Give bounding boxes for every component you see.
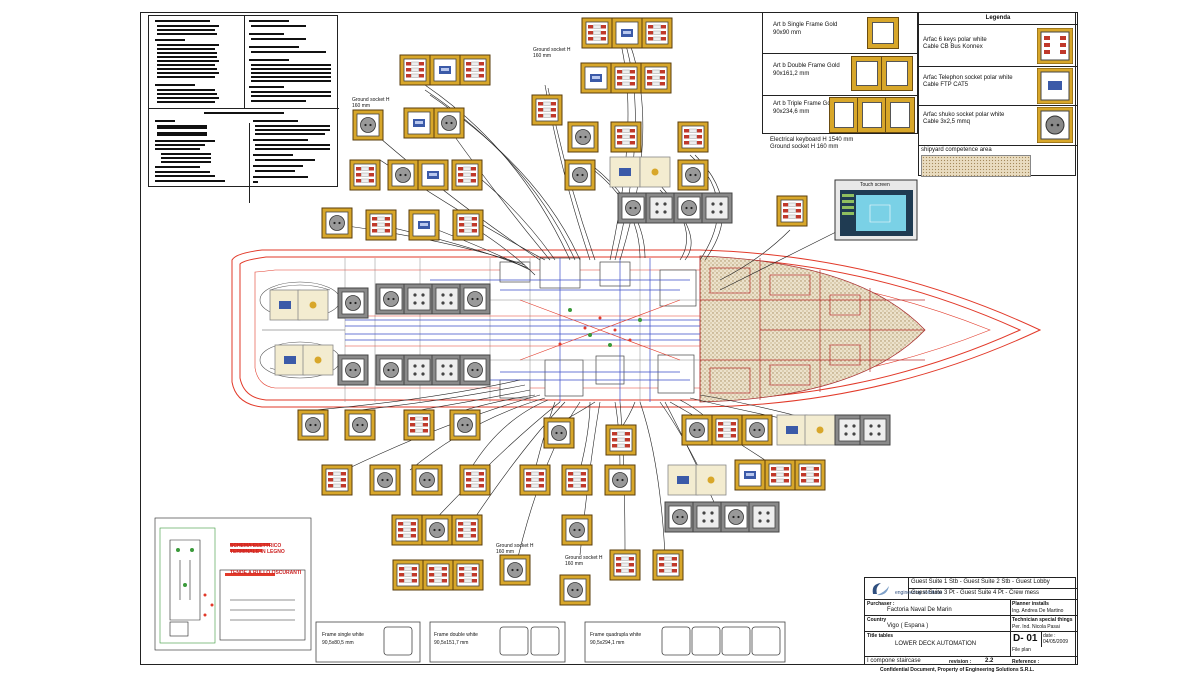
country-label: Country — [867, 617, 887, 623]
frame-single-label: Art b Single Frame Gold — [773, 22, 838, 28]
legend-title: Legenda — [985, 15, 1011, 21]
planner-label: Planner installs — [1012, 601, 1049, 607]
frame-quad-white-label: Frame quadrupla white — [590, 632, 642, 638]
confidential-notice: Confidential Document, Property of Engin… — [880, 667, 1035, 673]
ground-socket-note: Ground socket H 160 mm — [770, 144, 839, 150]
legend-area-swatch — [921, 155, 1031, 177]
bottom-frame-samples — [315, 621, 786, 663]
composer: I compone staircase — [867, 658, 921, 664]
country-value: Vigo ( Espana ) — [887, 623, 929, 629]
notes-block — [148, 15, 339, 203]
schematic-title-2: TERMINALE IN LEGNO — [230, 549, 285, 555]
notes-text-lines — [155, 20, 331, 183]
telephone-socket-icon — [1037, 68, 1073, 104]
legend-item-3: Arfac shuko socket polar white — [923, 112, 1005, 118]
frame-double-dims: 90x161,2 mm — [773, 71, 810, 77]
keyboard-note: Electrical keyboard H 1540 mm — [770, 137, 854, 143]
technician-label: Technician special things — [1012, 617, 1073, 623]
legend-item-1-sub: Cable CB Bus Konnex — [923, 44, 983, 50]
legend-item-3-sub: Cable 3x2,5 mmq — [923, 119, 971, 125]
frame-single-dims: 90x90 mm — [773, 30, 802, 36]
schematic-title-1: SCHEMA ELETTRICO — [230, 543, 282, 549]
date-label: date : — [1043, 633, 1056, 639]
company-name: engineering solutions — [895, 590, 943, 596]
purchaser-label: Purchaser : — [867, 601, 895, 607]
revision-label: revision : — [949, 659, 972, 665]
frame-single-white-dims: 90,5x80,5 mm — [322, 640, 354, 646]
company-logo — [865, 578, 909, 600]
frame-double-symbol-2 — [881, 56, 913, 91]
frame-triple-symbol-1 — [829, 97, 859, 133]
frame-triple-dims: 90x234,6 mm — [773, 109, 810, 115]
revision-value: 2.2 — [985, 658, 994, 664]
frame-triple-label: Art b Triple Frame Gold — [773, 101, 836, 107]
sheet-number: D- 01 — [1013, 633, 1038, 644]
purchaser-value: Factoria Naval De Marin — [887, 607, 952, 613]
frame-double-white-dims: 90,5x151,7 mm — [434, 640, 469, 646]
technician-value: Per. Ind. Nicola Pasai — [1012, 624, 1060, 630]
touch-screen-label: Touch screen — [860, 182, 890, 188]
callout-ground-socket-4: Ground socket H 160 mm — [565, 555, 603, 567]
date-value: 04/05/2009 — [1043, 639, 1069, 645]
project-line-1: Guest Suite 1 Stb - Guest Suite 2 Stb - … — [911, 579, 1050, 585]
frame-double-symbol-1 — [851, 56, 883, 91]
frame-single-white-label: Frame single white — [322, 632, 364, 638]
shuko-socket-icon — [1037, 107, 1073, 143]
planner-value: Ing. Andrea De Martino — [1012, 608, 1064, 614]
title-block: engineering solutions Guest Suite 1 Stb … — [864, 577, 1077, 665]
legend-area-label: shipyard competence area — [921, 147, 992, 153]
drawing-title: LOWER DECK AUTOMATION — [895, 641, 977, 647]
schematic-title-3: TENDE A RULLO OSCURANTI — [230, 570, 302, 576]
electrical-schematic — [154, 517, 312, 651]
callout-ground-socket-2: Ground socket H 160 mm — [352, 97, 390, 109]
project-line-2: Guest Suite 3 Pt - Guest Suite 4 Pt - Cr… — [911, 590, 1040, 596]
frames-panel: Art b Single Frame Gold 90x90 mm Art b D… — [762, 12, 919, 134]
keys-6-icon — [1037, 28, 1073, 64]
frame-quad-white-dims: 90,5x294,1 mm — [590, 640, 625, 646]
touch-screen-device — [834, 179, 918, 241]
file-plan-label: File plan — [1012, 647, 1031, 653]
callout-ground-socket-3: Ground socket H 160 mm — [496, 543, 534, 555]
legend-item-2-sub: Cable FTP CAT5 — [923, 82, 969, 88]
title-tables-label: Title tables — [867, 633, 894, 639]
hull-outline — [231, 249, 1042, 408]
frame-double-white-label: Frame double white — [434, 632, 478, 638]
legend-item-2: Arfac Telephon socket polar white — [923, 75, 1013, 81]
frame-triple-symbol-3 — [885, 97, 915, 133]
shipyard-area — [699, 255, 926, 403]
reference-label: Reference : — [1012, 659, 1040, 665]
legend-item-1: Arfac 6 keys polar white — [923, 37, 987, 43]
legend-panel: Legenda Arfac 6 keys polar white Cable C… — [918, 12, 1077, 177]
frame-double-label: Art b Double Frame Gold — [773, 63, 840, 69]
callout-ground-socket-1: Ground socket H 160 mm — [533, 47, 571, 59]
frame-single-symbol — [867, 17, 899, 49]
